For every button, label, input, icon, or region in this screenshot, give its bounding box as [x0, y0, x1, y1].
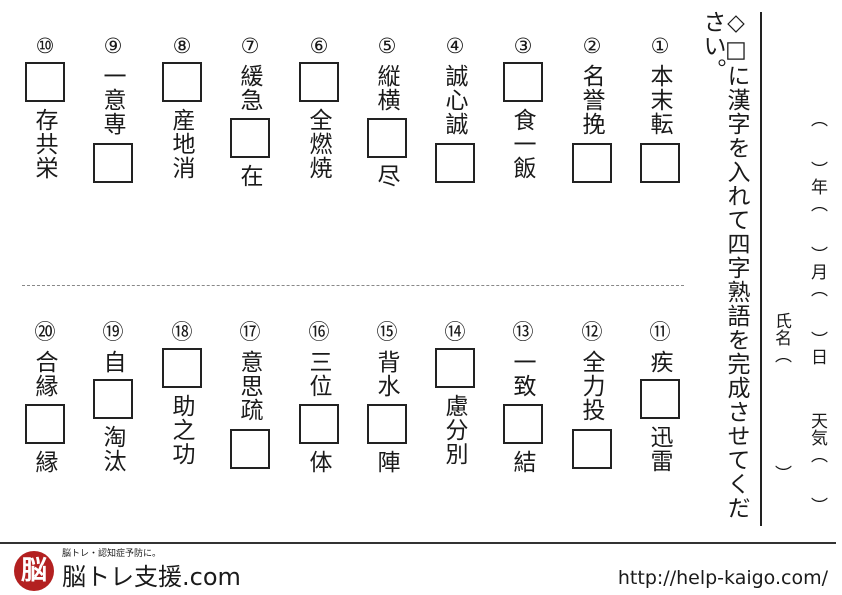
answer-box[interactable] — [299, 404, 339, 444]
puzzle-top-chars: 三位 — [305, 350, 331, 398]
puzzle-number: ③ — [513, 34, 533, 58]
puzzle-number: ⑥ — [309, 34, 329, 58]
puzzle-bottom-chars: 縁 — [31, 450, 57, 474]
date-field: （ ）年（ ）月（ ）日 — [807, 110, 827, 365]
puzzle-top-chars: 意思疏 — [236, 350, 262, 422]
puzzle-bottom-chars: 存共栄 — [31, 108, 57, 180]
puzzle-number: ⑩ — [35, 34, 55, 58]
section-divider — [22, 285, 684, 286]
puzzle-number: ⑬ — [512, 320, 534, 344]
answer-box[interactable] — [25, 62, 65, 102]
site-url[interactable]: http://help-kaigo.com/ — [617, 567, 828, 589]
puzzle-bottom-chars: 慮分別 — [441, 394, 467, 466]
name-field: 氏名（ ） — [771, 312, 791, 482]
answer-box[interactable] — [93, 143, 133, 183]
answer-box[interactable] — [435, 143, 475, 183]
footer-divider — [0, 542, 836, 544]
puzzle-top-chars: 背水 — [373, 350, 399, 398]
puzzle-top-chars: 全力投 — [578, 350, 604, 422]
answer-box[interactable] — [367, 118, 407, 158]
puzzle-number: ⑳ — [34, 320, 56, 344]
puzzle-top-chars: 自 — [99, 350, 125, 374]
answer-box[interactable] — [572, 429, 612, 469]
puzzle-number: ⑭ — [444, 320, 466, 344]
puzzle-top-chars: 本末転 — [646, 64, 672, 136]
puzzle-bottom-chars: 陣 — [373, 450, 399, 474]
answer-box[interactable] — [503, 404, 543, 444]
puzzle-bottom-chars: 結 — [509, 450, 535, 474]
answer-box[interactable] — [640, 379, 680, 419]
puzzle-bottom-chars: 食一飯 — [509, 108, 535, 180]
brain-logo-icon: 脳 — [14, 551, 54, 591]
answer-box[interactable] — [93, 379, 133, 419]
puzzle-top-chars: 名誉挽 — [578, 64, 604, 136]
puzzle-number: ⑱ — [171, 320, 193, 344]
puzzle-number: ④ — [445, 34, 465, 58]
puzzle-bottom-chars: 助之功 — [168, 394, 194, 466]
brand-name: 脳トレ支援.com — [62, 563, 241, 591]
answer-box[interactable] — [367, 404, 407, 444]
puzzle-bottom-chars: 全燃焼 — [305, 108, 331, 180]
puzzle-number: ⑫ — [581, 320, 603, 344]
puzzle-top-chars: 誠心誠 — [441, 64, 467, 136]
answer-box[interactable] — [230, 429, 270, 469]
answer-box[interactable] — [640, 143, 680, 183]
puzzle-number: ⑨ — [103, 34, 123, 58]
puzzle-top-chars: 一意専 — [99, 64, 125, 136]
puzzle-bottom-chars: 淘汰 — [99, 425, 125, 473]
puzzle-number: ⑪ — [649, 320, 671, 344]
puzzle-number: ⑲ — [102, 320, 124, 344]
puzzle-top-chars: 縦横 — [373, 64, 399, 112]
puzzle-top-chars: 合縁 — [31, 350, 57, 398]
puzzle-number: ⑯ — [308, 320, 330, 344]
answer-box[interactable] — [435, 348, 475, 388]
header-divider — [760, 12, 762, 526]
puzzle-top-chars: 緩急 — [236, 64, 262, 112]
puzzle-bottom-chars: 体 — [305, 450, 331, 474]
puzzle-bottom-chars: 産地消 — [168, 108, 194, 180]
weather-field: 天気（ ） — [807, 412, 827, 514]
puzzle-number: ① — [650, 34, 670, 58]
puzzle-number: ② — [582, 34, 602, 58]
puzzle-number: ⑤ — [377, 34, 397, 58]
puzzle-number: ⑦ — [240, 34, 260, 58]
puzzle-bottom-chars: 尽 — [373, 164, 399, 188]
answer-box[interactable] — [162, 62, 202, 102]
puzzle-number: ⑰ — [239, 320, 261, 344]
puzzle-top-chars: 一致 — [509, 350, 535, 398]
answer-box[interactable] — [503, 62, 543, 102]
puzzle-top-chars: 疾 — [646, 350, 672, 374]
puzzle-number: ⑧ — [172, 34, 192, 58]
puzzle-number: ⑮ — [376, 320, 398, 344]
answer-box[interactable] — [299, 62, 339, 102]
answer-box[interactable] — [25, 404, 65, 444]
instruction-text: ◇□に漢字を入れて四字熟語を完成させてください。 — [699, 10, 749, 520]
answer-box[interactable] — [162, 348, 202, 388]
puzzle-bottom-chars: 在 — [236, 164, 262, 188]
answer-box[interactable] — [230, 118, 270, 158]
brand-tagline: 脳トレ・認知症予防に。 — [62, 549, 162, 559]
puzzle-bottom-chars: 迅雷 — [646, 425, 672, 473]
answer-box[interactable] — [572, 143, 612, 183]
